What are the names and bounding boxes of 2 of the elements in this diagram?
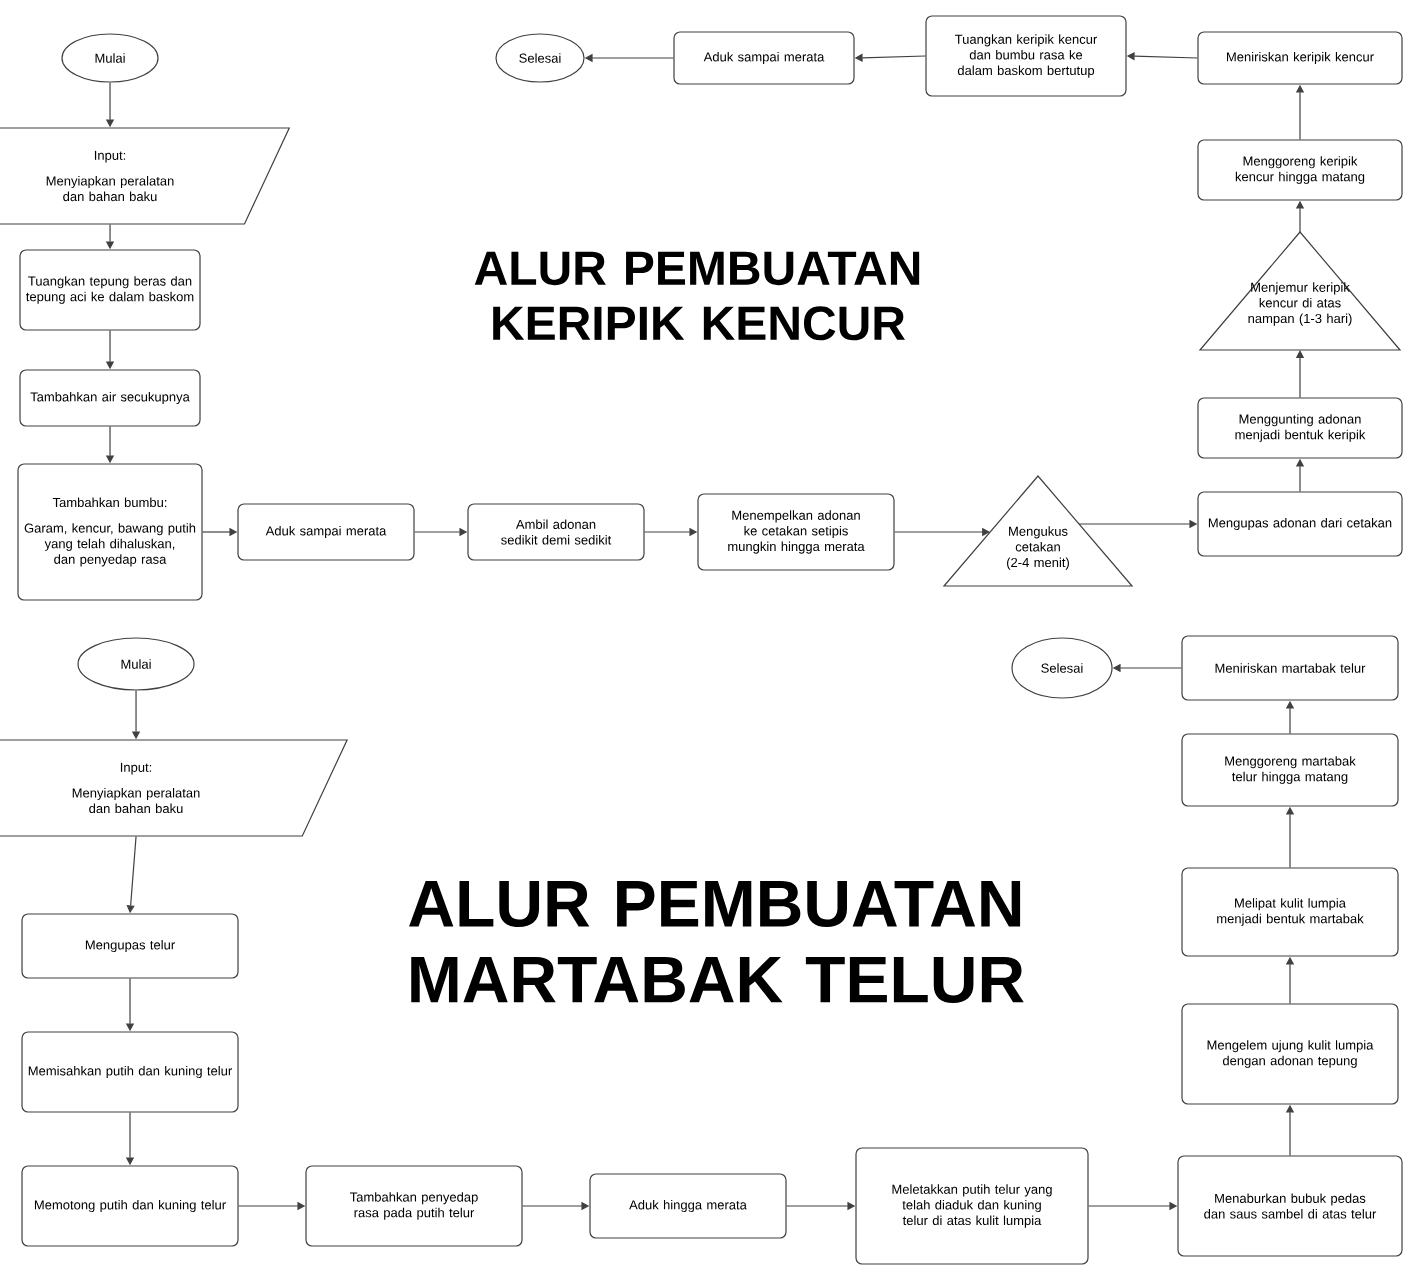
title: ALUR PEMBUATAN KERIPIK KENCUR bbox=[474, 251, 920, 341]
title: ALUR PEMBUATAN MARTABAK TELUR bbox=[409, 881, 1024, 1003]
